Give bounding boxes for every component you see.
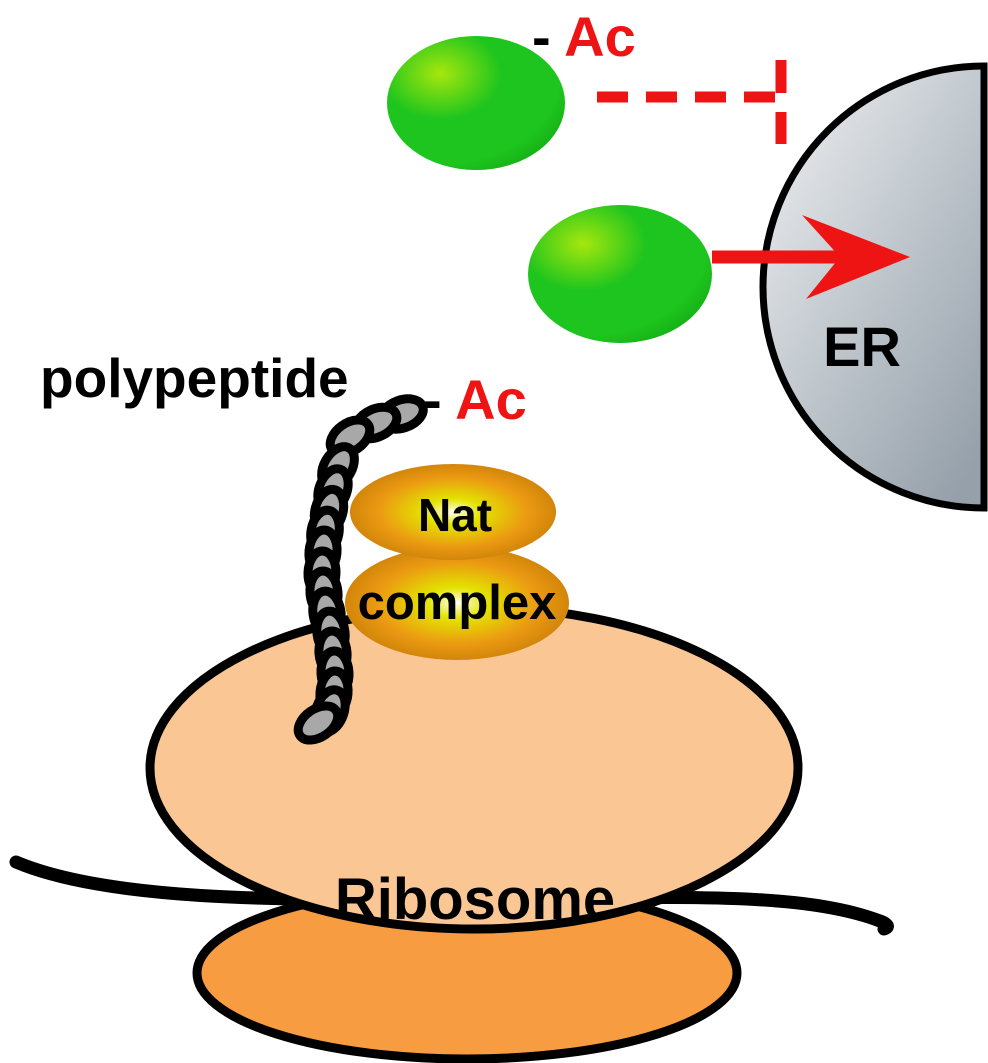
- nat-label: Nat: [418, 489, 492, 541]
- nat-complex-upper: [350, 464, 556, 560]
- polypeptide-chain: [293, 394, 428, 745]
- polypeptide-bead: [293, 701, 343, 745]
- protein-acetylated: [387, 36, 565, 170]
- polypeptide-label: polypeptide: [40, 347, 349, 409]
- er-label: ER: [823, 315, 901, 378]
- acetyl-text: Ac: [564, 5, 636, 68]
- import-arrow: [712, 215, 910, 299]
- ribosome-label: Ribosome: [335, 867, 615, 932]
- import-arrow-head: [802, 215, 910, 299]
- acetyl-label-polypeptide: - Ac: [423, 368, 527, 431]
- acetyl-label-top: - Ac: [532, 5, 636, 68]
- er-membrane: [759, 62, 988, 512]
- nat-complex-lower: [345, 546, 569, 660]
- acetyl-dash: -: [532, 5, 551, 68]
- acetyl-dash: -: [423, 368, 442, 431]
- acetyl-text: Ac: [455, 368, 527, 431]
- protein-unacetylated: [528, 205, 712, 343]
- complex-label: complex: [358, 576, 557, 630]
- nat-complex: Nat complex: [345, 464, 569, 660]
- inhibition-connector: [597, 60, 787, 144]
